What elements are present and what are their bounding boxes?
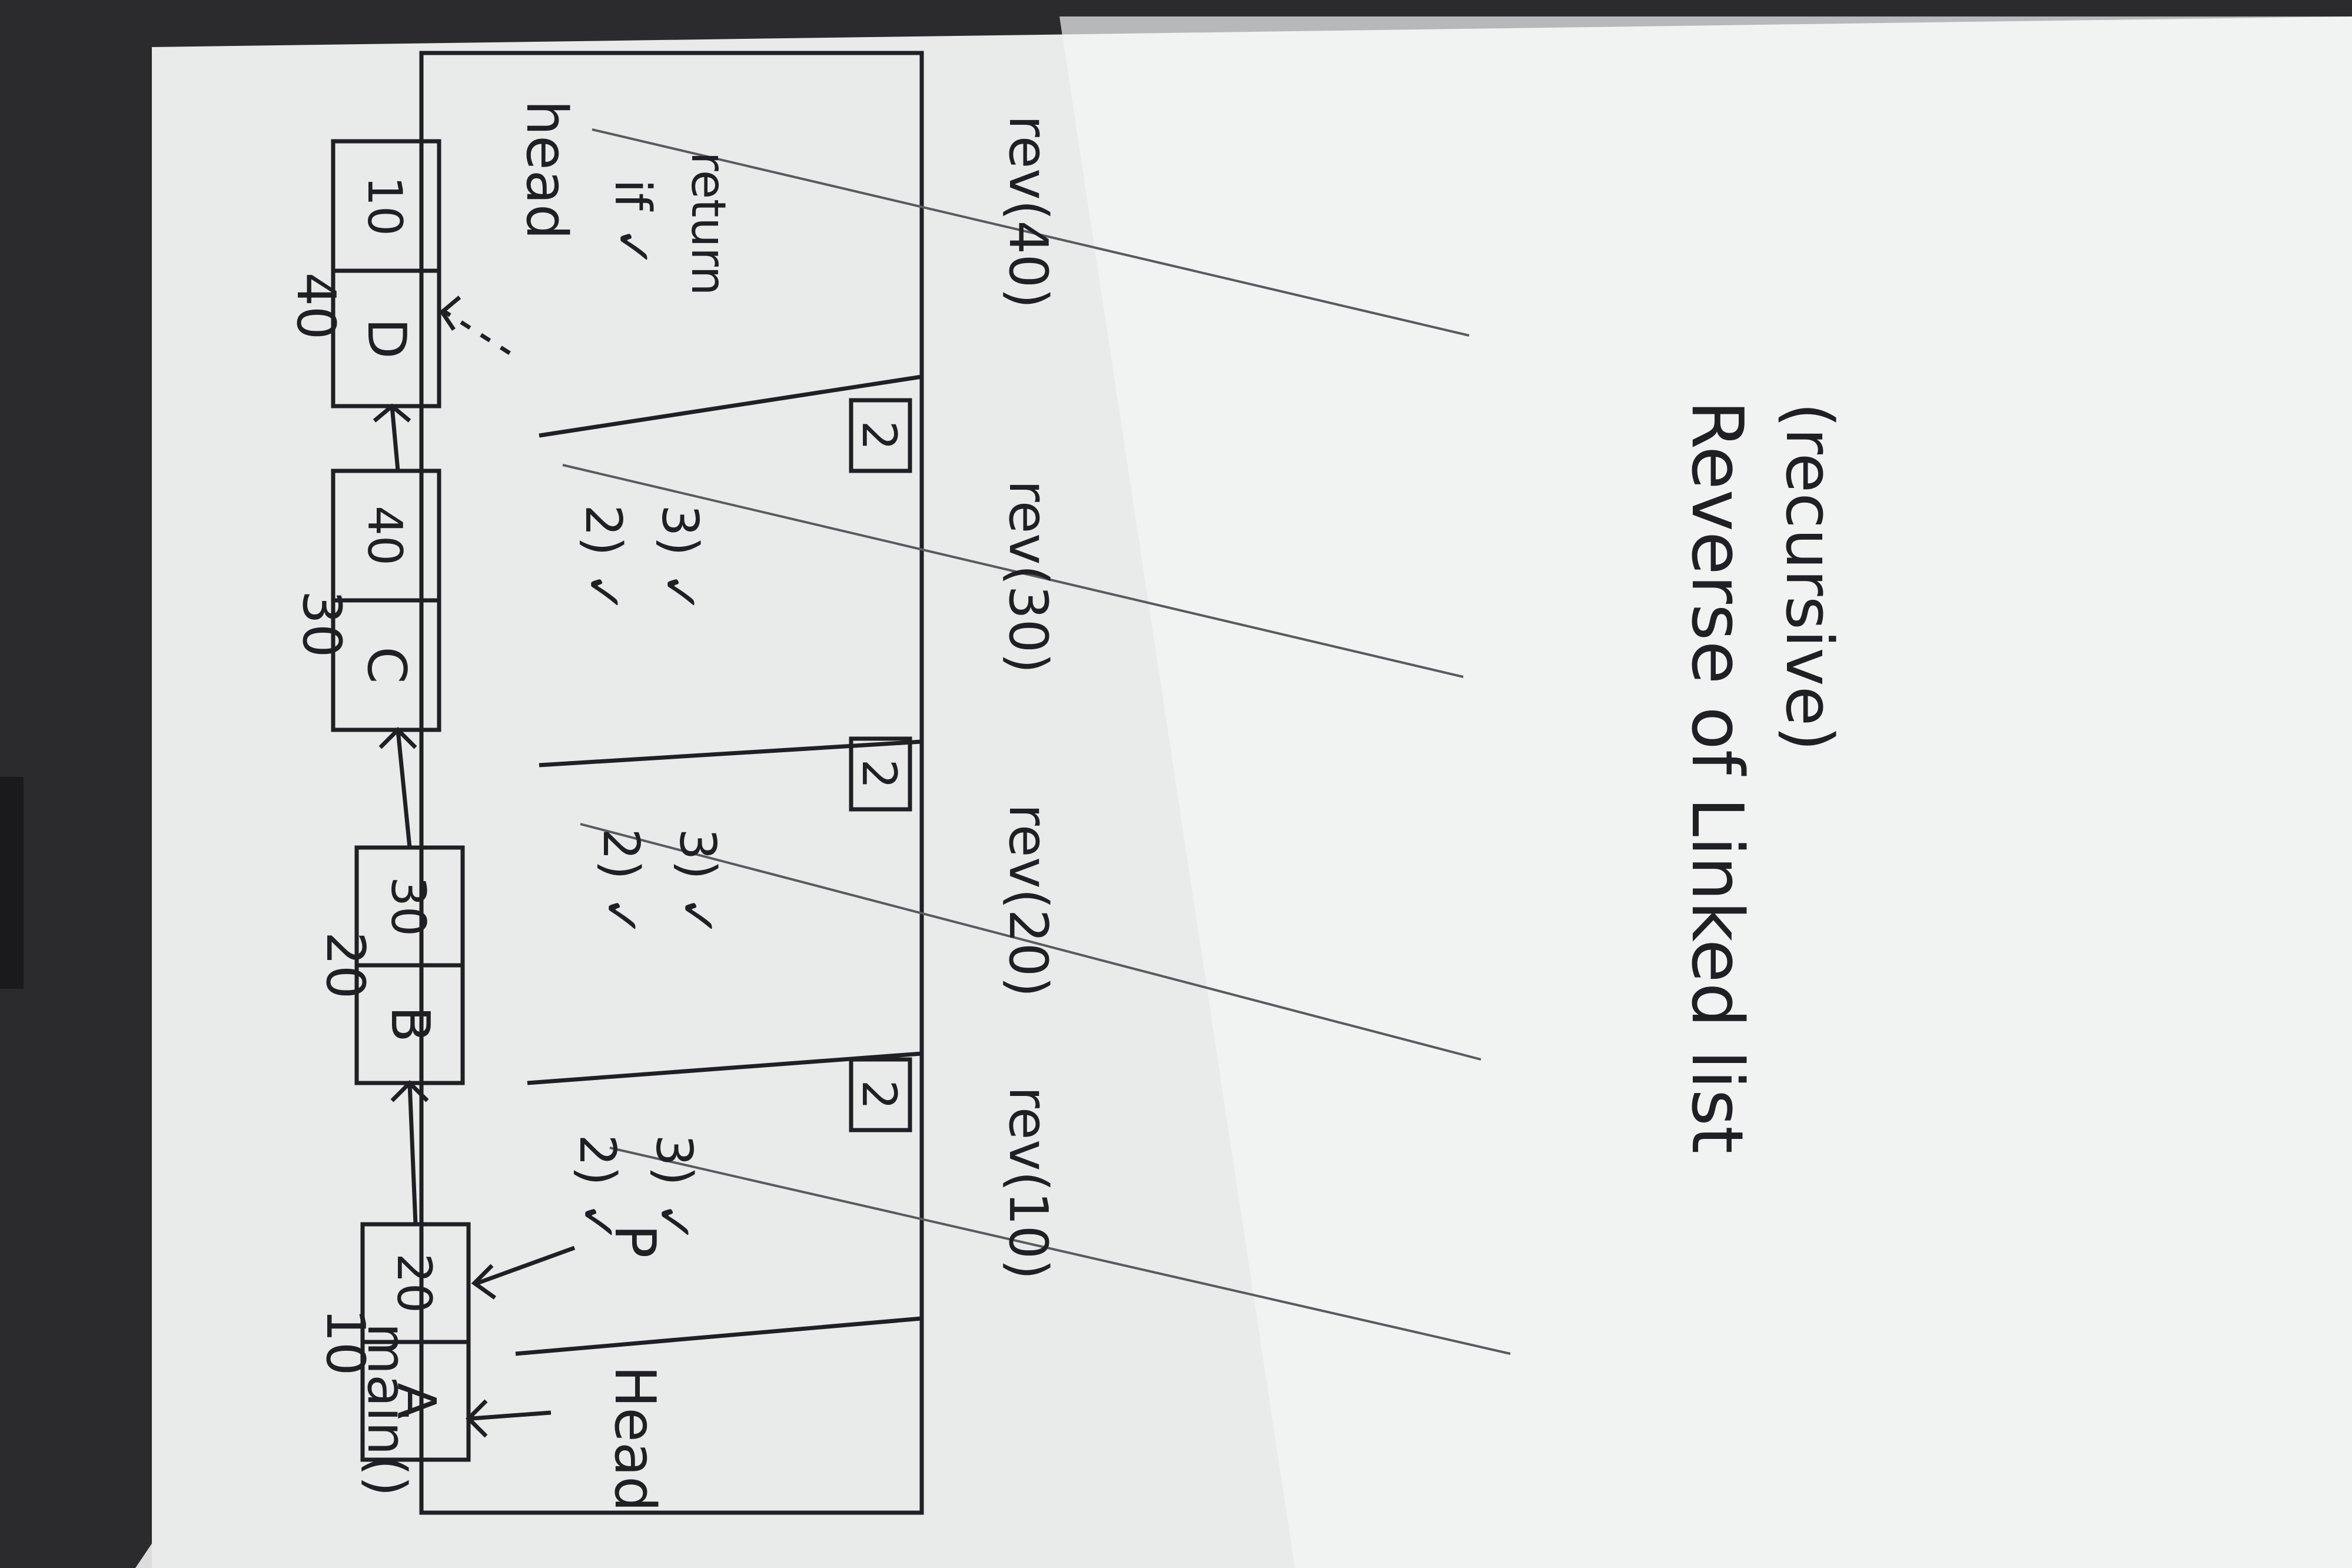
frame-divider [539,374,922,438]
node-next: 30 [381,876,436,936]
arrowhead-icon [466,1399,488,1438]
node-next: 10 [357,176,412,236]
arrowhead-icon [378,727,417,749]
frame-badge-box [849,398,912,473]
node-data: A [385,1383,447,1419]
next-arrow [407,1082,418,1225]
node-address: 10 [314,1308,376,1376]
frame-step: 3) ✓ [650,504,709,613]
frame-step: return [681,152,736,296]
p-label: P [602,1224,667,1258]
arrowhead-icon [373,403,411,423]
paper-highlight [1059,16,2352,1568]
next-arrow [390,406,400,471]
node-address: 20 [314,932,376,999]
node-address: 30 [291,590,353,658]
node-data: D [356,318,417,358]
node-data: B [379,1006,441,1042]
caption-title: Reverse of Linked list [1676,400,1758,1154]
node-next: 40 [357,506,412,566]
frame-step: 2) ✓ [592,828,650,937]
strike-line [562,464,1464,678]
frame-step: 3) ✓ [645,1134,703,1243]
node-address: 40 [285,273,347,340]
frame-badge: 2 [852,1080,906,1110]
node-box [331,139,441,408]
strike-lines [562,128,1511,1355]
stack-diagram [419,51,924,1515]
next-arrow [396,729,412,848]
strike-line [609,1147,1511,1355]
node-data: C [356,647,417,684]
head-pointer-arrow [471,1410,552,1421]
frame-step: 2) ✓ [574,504,632,613]
frame-label: rev(20) [997,804,1059,997]
frame-badge: 2 [852,421,906,451]
frame-step: if ✓ [603,179,662,268]
arrowhead-icon [471,1264,497,1300]
strike-line [580,823,1481,1061]
frame-step: 3) ✓ [668,828,726,937]
dark-object-left [0,777,24,989]
frame-step: 2) ✓ [568,1134,626,1243]
frame-label: rev(10) [997,1087,1059,1280]
frame-badge: 2 [852,759,906,789]
frame-label: main() [356,1323,417,1496]
p-pointer-arrow [476,1245,576,1285]
frame-badge-box [849,1057,912,1132]
strike-line [592,128,1470,337]
frame-divider [539,739,922,768]
arrowhead-icon [439,295,461,331]
frame-label: rev(30) [997,480,1059,673]
node-next: 20 [387,1253,441,1313]
frame-label: rev(40) [997,115,1059,308]
stack-outline [419,51,924,1515]
frame-divider [515,1316,922,1356]
head-label: Head [602,1366,667,1511]
new-head-label: head [514,100,579,240]
frame-badge-box [849,736,912,812]
caption-subtitle: (recursive) [1772,403,1847,751]
